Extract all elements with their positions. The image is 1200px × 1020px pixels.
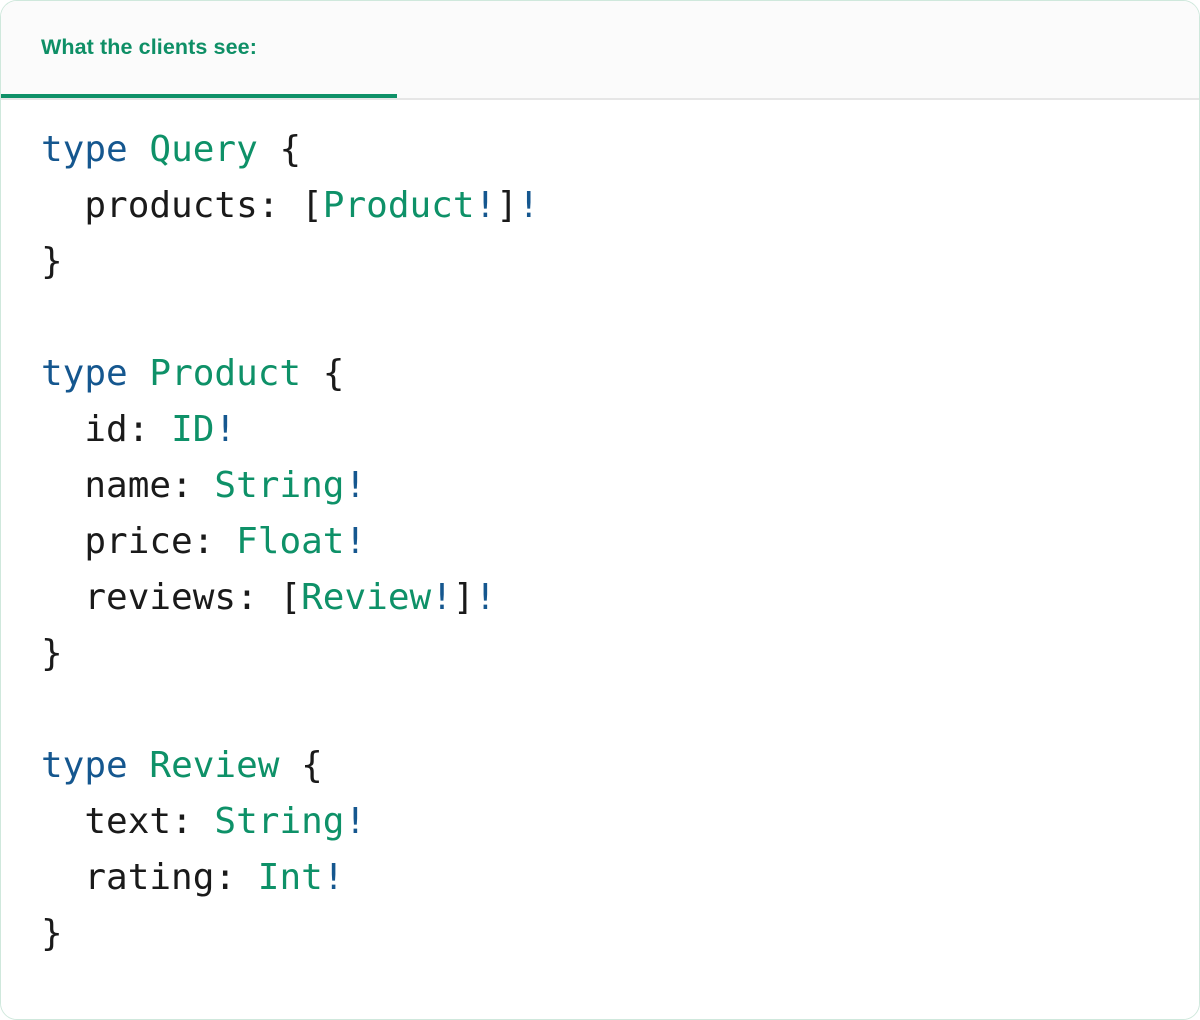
code-token-punct: ] <box>452 577 475 618</box>
code-token-bang: ! <box>344 465 367 506</box>
code-token-kw: type <box>41 353 128 394</box>
code-token-type: Product <box>322 185 475 226</box>
code-token-type: Review <box>301 577 432 618</box>
code-token-field: reviews <box>84 577 237 618</box>
code-token-field: rating <box>84 857 215 898</box>
code-token-bang: ! <box>474 577 497 618</box>
code-line: } <box>41 234 1199 290</box>
code-token-plain <box>128 353 150 394</box>
code-token-punct: { <box>301 745 323 786</box>
code-line: text: String! <box>41 794 1199 850</box>
tab-label: What the clients see: <box>41 35 257 59</box>
code-token-plain <box>128 745 150 786</box>
code-token-plain <box>128 129 150 170</box>
code-token-plain <box>41 857 84 898</box>
code-token-plain <box>41 801 84 842</box>
code-token-type: Int <box>257 857 323 898</box>
tab-strip: What the clients see: <box>1 1 1199 100</box>
code-token-type: Product <box>149 353 302 394</box>
code-token-plain <box>41 521 84 562</box>
code-line: rating: Int! <box>41 850 1199 906</box>
code-token-type: String <box>214 465 345 506</box>
code-token-type: Query <box>149 129 258 170</box>
code-token-field: products <box>84 185 258 226</box>
code-token-punct: : <box>192 521 237 562</box>
code-token-punct: [ <box>301 185 323 226</box>
code-line: price: Float! <box>41 514 1199 570</box>
code-token-field: name <box>84 465 172 506</box>
code-token-plain <box>279 745 301 786</box>
code-line: type Review { <box>41 738 1199 794</box>
code-token-punct: : <box>171 465 215 506</box>
code-line: type Query { <box>41 122 1199 178</box>
code-token-punct: : <box>257 185 302 226</box>
code-token-bang: ! <box>431 577 453 618</box>
code-line: } <box>41 906 1199 962</box>
code-token-plain <box>258 129 280 170</box>
code-token-bang: ! <box>344 801 367 842</box>
code-line: products: [Product!]! <box>41 178 1199 234</box>
code-token-plain <box>41 185 84 226</box>
code-token-type: Review <box>149 745 280 786</box>
code-token-punct: : <box>171 801 215 842</box>
code-token-plain <box>41 409 84 450</box>
code-token-field: price <box>84 521 193 562</box>
code-token-field: text <box>84 801 172 842</box>
code-token-punct: [ <box>279 577 302 618</box>
code-token-punct: ] <box>496 185 518 226</box>
tab-what-the-clients-see[interactable]: What the clients see: <box>1 1 397 98</box>
code-token-punct: } <box>41 633 63 674</box>
graphql-schema-code[interactable]: type Query { products: [Product!]!}​type… <box>41 122 1199 962</box>
code-token-bang: ! <box>214 409 237 450</box>
code-token-field: id <box>84 409 128 450</box>
code-area: type Query { products: [Product!]!}​type… <box>1 100 1199 1019</box>
code-token-kw: type <box>41 745 128 786</box>
code-token-kw: type <box>41 129 128 170</box>
code-token-punct: { <box>322 353 345 394</box>
code-line: type Product { <box>41 346 1199 402</box>
code-line: ​ <box>41 290 1199 346</box>
code-token-type: String <box>214 801 345 842</box>
code-line: ​ <box>41 682 1199 738</box>
code-token-punct: } <box>41 913 63 954</box>
code-token-punct: : <box>127 409 172 450</box>
code-token-type: ID <box>171 409 215 450</box>
code-token-plain <box>301 353 323 394</box>
code-line: name: String! <box>41 458 1199 514</box>
code-line: reviews: [Review!]! <box>41 570 1199 626</box>
code-token-punct: } <box>41 241 63 282</box>
code-token-bang: ! <box>344 521 367 562</box>
code-token-bang: ! <box>474 185 497 226</box>
code-line: } <box>41 626 1199 682</box>
code-token-punct: : <box>214 857 258 898</box>
code-token-bang: ! <box>517 185 540 226</box>
code-token-punct: : <box>236 577 280 618</box>
code-token-punct: { <box>279 129 302 170</box>
code-line: id: ID! <box>41 402 1199 458</box>
code-token-type: Float <box>236 521 345 562</box>
code-token-bang: ! <box>322 857 345 898</box>
code-token-plain <box>41 577 84 618</box>
code-token-plain <box>41 465 84 506</box>
